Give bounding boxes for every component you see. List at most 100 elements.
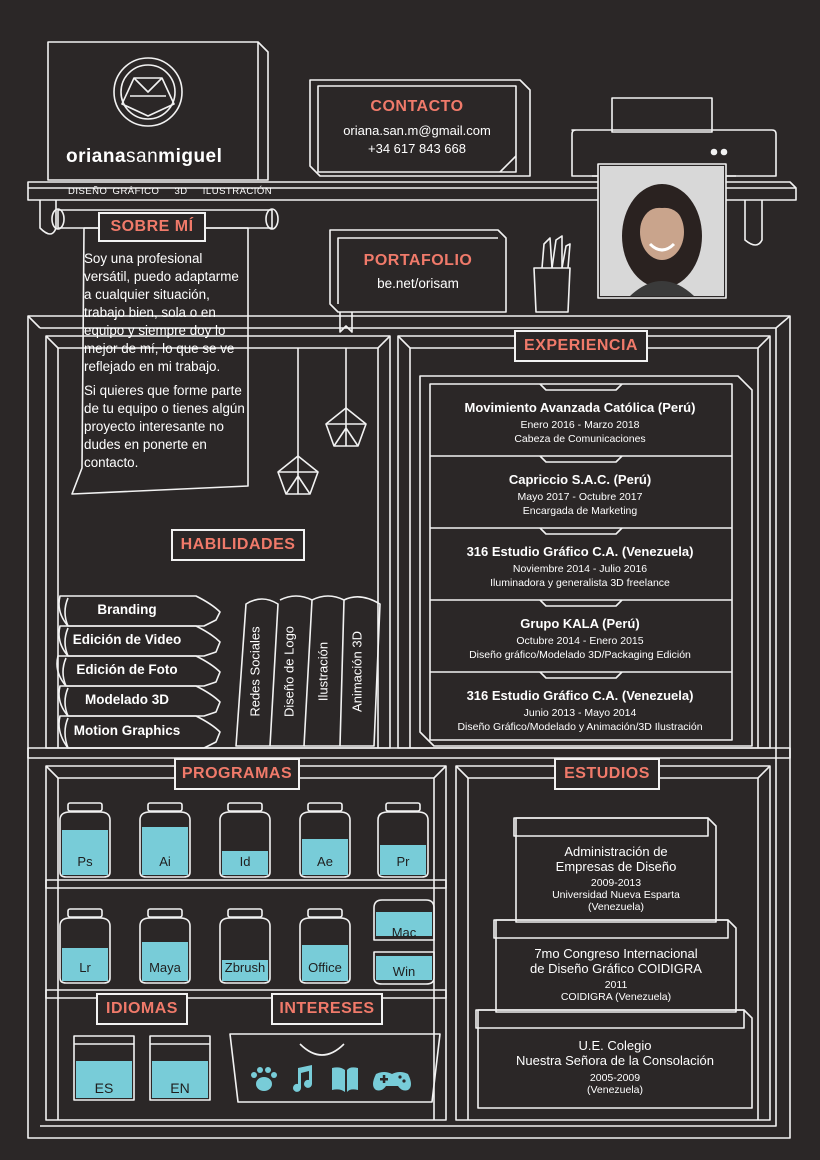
experience-item: 316 Estudio Gráfico C.A. (Venezuela) Novi… xyxy=(430,544,730,589)
program-jar-label: Id xyxy=(239,854,251,869)
experience-item: Capriccio S.A.C. (Perú) Mayo 2017 - Octub… xyxy=(430,472,730,517)
study-3-title-line1: U.E. Colegio xyxy=(578,1038,652,1053)
skill-upright-book: Animación 3D xyxy=(349,631,365,712)
experience-title: EXPERIENCIA xyxy=(514,330,648,362)
study-2-place-line1: COIDIGRA (Venezuela) xyxy=(560,991,672,1003)
jar-fill xyxy=(222,960,268,981)
brand-skill-1: DISEÑO GRÁFICO xyxy=(68,186,160,197)
skills-title: HABILIDADES xyxy=(171,529,305,561)
language-fill xyxy=(76,1061,132,1098)
experience-dates: Junio 2013 - Mayo 2014 xyxy=(523,707,637,719)
jar-shape xyxy=(139,908,191,984)
experience-item: 316 Estudio Gráfico C.A. (Venezuela) Juni… xyxy=(430,688,730,733)
jar-fill xyxy=(62,948,108,981)
program-jar-label: Ai xyxy=(159,854,171,869)
about-text: Soy una profesional versátil, puedo adap… xyxy=(84,250,248,472)
program-jar-label: Maya xyxy=(149,960,181,975)
name-part-1: oriana xyxy=(66,146,127,167)
study-1-place-line2: (Venezuela) xyxy=(587,901,645,913)
experience-role: Diseño Gráfico/Modelado y Animación/3D I… xyxy=(457,721,703,733)
program-jar: Maya xyxy=(134,908,196,984)
jar-fill xyxy=(142,827,188,875)
experience-item: Grupo KALA (Perú) Octubre 2014 - Enero 20… xyxy=(430,616,730,661)
experience-role: Encargada de Marketing xyxy=(522,505,638,517)
language-label: ES xyxy=(94,1080,114,1096)
music-icon xyxy=(293,1065,312,1092)
contact-card: CONTACTO oriana.san.m@gmail.com +34 617 … xyxy=(318,98,516,156)
experience-dates: Noviembre 2014 - Julio 2016 xyxy=(512,563,648,575)
experience-dates: Octubre 2014 - Enero 2015 xyxy=(516,635,644,647)
program-jar-label: Office xyxy=(308,960,342,975)
skill-book: Modelado 3D xyxy=(84,692,169,707)
paw-icon xyxy=(251,1067,277,1091)
brand-skill-3: ILUSTRACIÓN xyxy=(202,186,273,197)
name-part-2: san xyxy=(126,146,159,167)
experience-role: Cabeza de Comunicaciones xyxy=(514,433,646,445)
program-jar-label: Zbrush xyxy=(224,960,266,975)
contact-title: CONTACTO xyxy=(370,98,464,115)
contact-phone[interactable]: +34 617 843 668 xyxy=(368,141,466,156)
jar-shape xyxy=(139,802,191,878)
brand-skill-2: 3D xyxy=(174,186,188,197)
skill-book: Edición de Foto xyxy=(76,662,178,677)
jar-fill xyxy=(302,945,348,981)
portfolio-title: PORTAFOLIO xyxy=(363,252,473,269)
studies-title: ESTUDIOS xyxy=(554,758,660,790)
about-title: SOBRE MÍ xyxy=(98,212,206,242)
interests-icons xyxy=(248,1064,428,1094)
logo-wordmark: orianasanmiguel xyxy=(66,146,222,168)
experience-dates: Mayo 2017 - Octubre 2017 xyxy=(517,491,643,503)
about-paragraph-1: Soy una profesional versátil, puedo adap… xyxy=(84,251,239,374)
skill-book: Motion Graphics xyxy=(73,723,181,738)
programs-title: PROGRAMAS xyxy=(174,758,300,790)
program-jar: Office xyxy=(294,908,356,984)
study-item-3: U.E. Colegio Nuestra Señora de la Consol… xyxy=(480,1038,750,1096)
jar-shape xyxy=(219,908,271,984)
study-2-title-line2: de Diseño Gráfico COIDIGRA xyxy=(530,961,702,976)
jar-shape xyxy=(219,802,271,878)
experience-role: Diseño gráfico/Modelado 3D/Packaging Edi… xyxy=(469,649,691,661)
skill-upright-book: Redes Sociales xyxy=(247,626,263,717)
jar-fill xyxy=(302,839,348,875)
jar-fill xyxy=(380,845,426,875)
language-fill xyxy=(152,1061,208,1098)
experience-company: 316 Estudio Gráfico C.A. (Venezuela) xyxy=(466,688,694,703)
interests-title: INTERESES xyxy=(271,993,383,1025)
jar-fill xyxy=(222,851,268,875)
portfolio-link[interactable]: be.net/orisam xyxy=(377,276,459,291)
skill-upright-book: Ilustración xyxy=(315,641,331,702)
study-2-title-line1: 7mo Congreso Internacional xyxy=(534,946,698,961)
jar-shape xyxy=(377,802,429,878)
contact-email[interactable]: oriana.san.m@gmail.com xyxy=(343,123,491,138)
book-icon xyxy=(332,1067,358,1092)
program-jar: Zbrush xyxy=(214,908,276,984)
experience-company: 316 Estudio Gráfico C.A. (Venezuela) xyxy=(466,544,694,559)
os-jar-win: Win xyxy=(392,964,416,979)
study-3-place-line1: (Venezuela) xyxy=(586,1084,644,1096)
profile-photo xyxy=(600,166,724,296)
experience-company: Capriccio S.A.C. (Perú) xyxy=(508,472,652,487)
languages-title: IDIOMAS xyxy=(96,993,188,1025)
experience-dates: Enero 2016 - Marzo 2018 xyxy=(520,419,640,431)
experience-company: Movimiento Avanzada Católica (Perú) xyxy=(464,400,696,415)
gamepad-icon xyxy=(373,1072,411,1091)
jar-shape xyxy=(299,802,351,878)
experience-item: Movimiento Avanzada Católica (Perú) Enero… xyxy=(430,400,730,445)
program-jar-label: Ae xyxy=(317,854,333,869)
skill-book: Edición de Video xyxy=(72,632,182,647)
jar-fill xyxy=(62,830,108,875)
study-2-years: 2011 xyxy=(604,979,628,991)
study-item-2: 7mo Congreso Internacional de Diseño Grá… xyxy=(498,946,734,1003)
experience-company: Grupo KALA (Perú) xyxy=(520,616,640,631)
program-jar: Ae xyxy=(294,802,356,878)
program-jar-label: Ps xyxy=(77,854,93,869)
name-part-3: miguel xyxy=(158,146,223,167)
os-jar-mac: Mac xyxy=(391,925,417,940)
study-1-place-line1: Universidad Nueva Esparta xyxy=(552,889,680,901)
program-jar: Ai xyxy=(134,802,196,878)
jar-shape xyxy=(59,802,111,878)
study-3-title-line2: Nuestra Señora de la Consolación xyxy=(515,1053,714,1068)
program-jar-label: Pr xyxy=(396,854,410,869)
program-jar-label: Lr xyxy=(79,960,91,975)
